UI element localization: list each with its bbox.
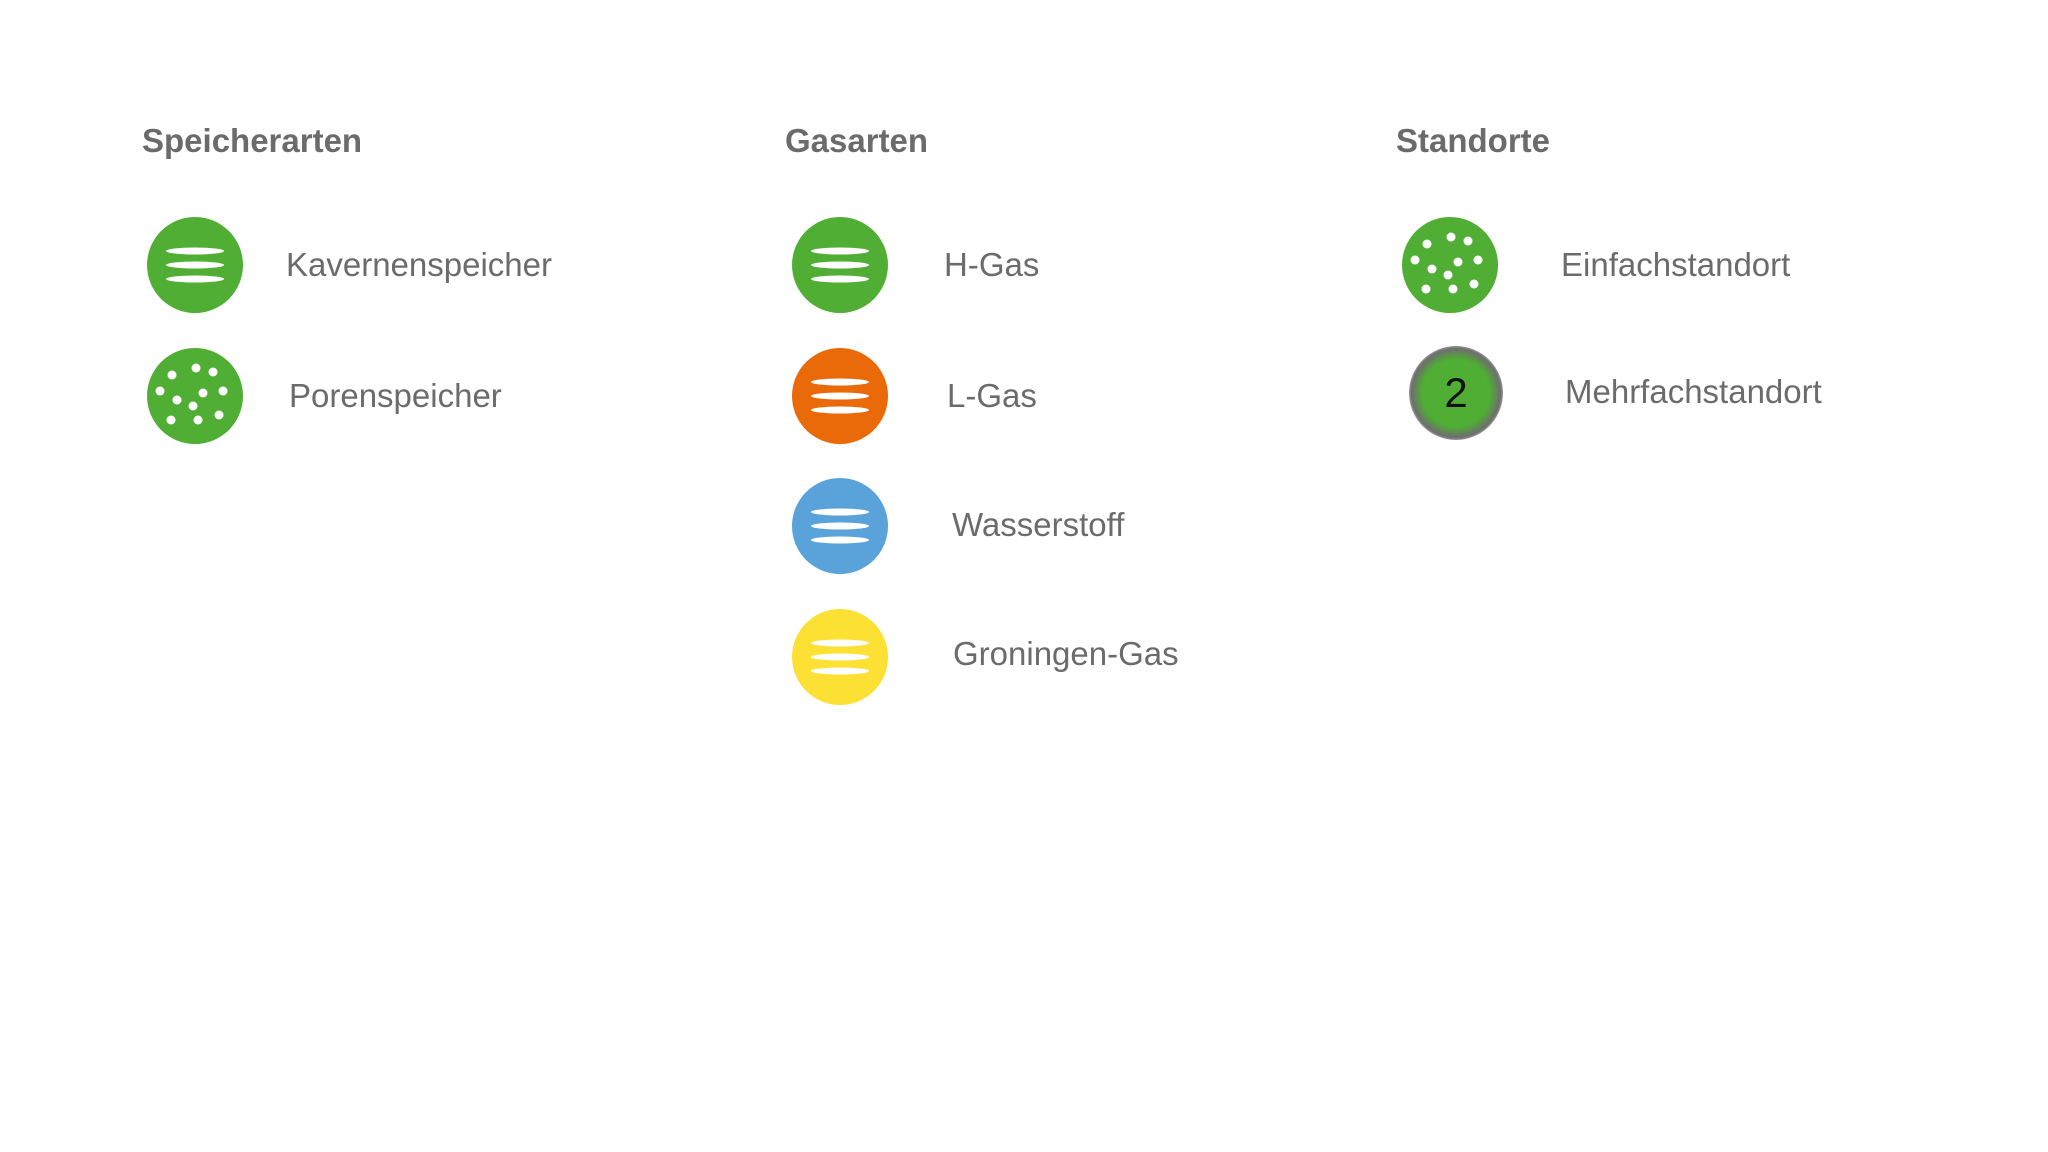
groningen-gas-stripes-icon bbox=[792, 609, 888, 705]
kavernenspeicher-stripes-icon bbox=[147, 217, 243, 313]
legend-label-groningen-gas: Groningen-Gas bbox=[953, 635, 1179, 672]
legend-label-wasserstoff: Wasserstoff bbox=[952, 506, 1125, 543]
mehrfachstandort-cluster-icon: 2 bbox=[1409, 346, 1503, 440]
heading-standorte: Standorte bbox=[1396, 122, 1551, 159]
wasserstoff-stripes-icon bbox=[792, 478, 888, 574]
h-gas-stripes-icon bbox=[792, 217, 888, 313]
cluster-count: 2 bbox=[1444, 369, 1467, 416]
legend-label-l-gas: L-Gas bbox=[947, 377, 1037, 414]
legend-label-h-gas: H-Gas bbox=[944, 246, 1040, 283]
porenspeicher-dots-icon bbox=[147, 348, 243, 444]
legend-label-einfachstandort: Einfachstandort bbox=[1561, 246, 1791, 283]
l-gas-stripes-icon bbox=[792, 348, 888, 444]
heading-speicherarten: Speicherarten bbox=[142, 122, 363, 159]
legend-label-porenspeicher: Porenspeicher bbox=[289, 377, 502, 414]
heading-gasarten: Gasarten bbox=[785, 122, 929, 159]
legend-label-mehrfachstandort: Mehrfachstandort bbox=[1565, 373, 1822, 410]
legend-label-kavernenspeicher: Kavernenspeicher bbox=[286, 246, 552, 283]
einfachstandort-dots-icon bbox=[1402, 217, 1498, 313]
